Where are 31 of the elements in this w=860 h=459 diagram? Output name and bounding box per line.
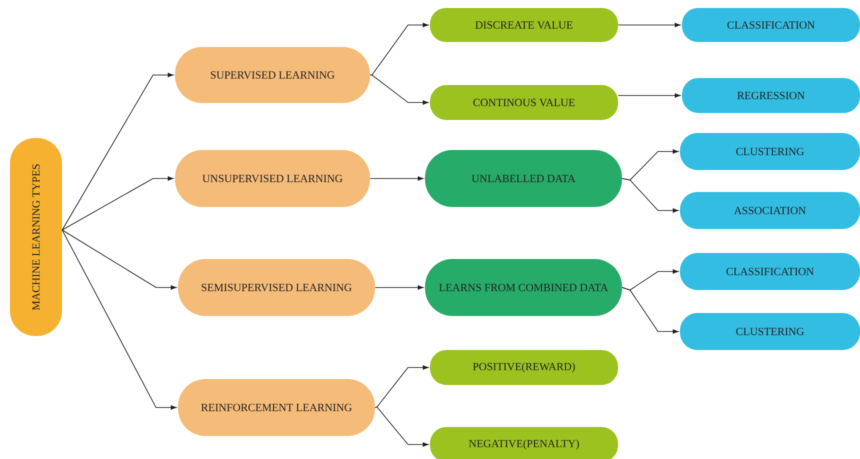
arrow [370, 176, 424, 181]
category-box: SUPERVISED LEARNING [175, 47, 370, 103]
task-box: CLUSTERING [680, 133, 860, 170]
subcategory-box: POSITIVE(REWARD) [430, 350, 618, 385]
arrow [62, 230, 176, 290]
arrow [618, 93, 680, 98]
subcategory-box: NEGATIVE(PENALTY) [430, 427, 618, 459]
task-box: ASSOCIATION [680, 192, 860, 229]
arrow [370, 22, 428, 76]
subcategory-box: CONTINOUS VALUE [430, 85, 618, 120]
subcategory-box: DISCREATE VALUE [430, 8, 618, 42]
task-box: CLASSIFICATION [682, 8, 860, 42]
arrow [374, 406, 428, 447]
data-box: LEARNS FROM COMBINED DATA [425, 259, 622, 316]
arrow [622, 287, 678, 334]
arrow [370, 74, 428, 105]
arrow [622, 178, 678, 213]
category-box: SEMISUPERVISED LEARNING [178, 259, 375, 316]
arrow [374, 365, 428, 408]
arrow [374, 285, 424, 290]
data-box: UNLABELLED DATA [425, 150, 622, 207]
task-box: CLUSTERING [680, 313, 860, 350]
arrow [62, 176, 174, 230]
arrow [618, 22, 680, 28]
category-box: UNSUPERVISED LEARNING [175, 150, 370, 207]
arrow [62, 230, 176, 410]
task-box: CLASSIFICATION [680, 253, 860, 290]
task-box: REGRESSION [682, 78, 860, 113]
root-box: MACHINE LEARNING TYPES [10, 138, 62, 336]
arrow [62, 72, 174, 230]
category-box: REINFORCEMENT LEARNING [178, 379, 375, 436]
